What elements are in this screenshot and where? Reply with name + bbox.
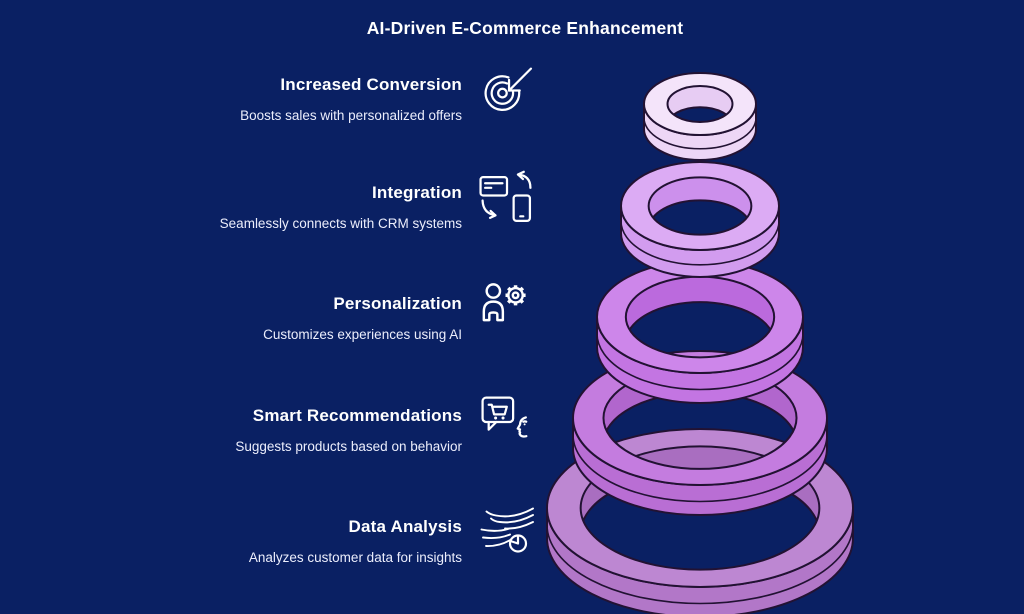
feature-description: Analyzes customer data for insights — [248, 550, 462, 565]
data-flow-pie-icon — [478, 504, 536, 562]
feature-text: Smart Recommendations Suggests products … — [0, 393, 462, 455]
feature-title: Smart Recommendations — [252, 406, 462, 425]
tower-ring-2 — [619, 161, 781, 278]
feature-increased-conversion: Increased Conversion Boosts sales with p… — [0, 62, 536, 124]
target-arrow-icon — [478, 62, 536, 120]
device-sync-icon — [478, 170, 536, 228]
feature-description: Seamlessly connects with CRM systems — [219, 216, 462, 231]
feature-integration: Integration Seamlessly connects with CRM… — [0, 170, 536, 232]
feature-description: Boosts sales with personalized offers — [240, 108, 462, 123]
feature-data-analysis: Data Analysis Analyzes customer data for… — [0, 504, 536, 566]
user-gear-icon — [478, 281, 536, 339]
feature-text: Integration Seamlessly connects with CRM… — [0, 170, 462, 232]
feature-title: Data Analysis — [348, 517, 462, 536]
feature-smart-recommendations: Smart Recommendations Suggests products … — [0, 393, 536, 455]
page-title: AI-Driven E-Commerce Enhancement — [366, 17, 684, 38]
tower-ring-3 — [595, 260, 805, 404]
tower-ring-1 — [642, 72, 758, 161]
feature-title: Integration — [371, 183, 462, 202]
feature-description: Customizes experiences using AI — [263, 327, 462, 342]
feature-personalization: Personalization Customizes experiences u… — [0, 281, 536, 343]
tower-ring-4 — [571, 350, 829, 516]
feature-text: Increased Conversion Boosts sales with p… — [0, 62, 462, 124]
feature-description: Suggests products based on behavior — [235, 439, 462, 454]
cart-chat-profile-icon — [478, 393, 536, 451]
feature-title: Personalization — [333, 294, 462, 313]
feature-text: Personalization Customizes experiences u… — [0, 281, 462, 343]
feature-title: Increased Conversion — [280, 75, 462, 94]
feature-text: Data Analysis Analyzes customer data for… — [0, 504, 462, 566]
